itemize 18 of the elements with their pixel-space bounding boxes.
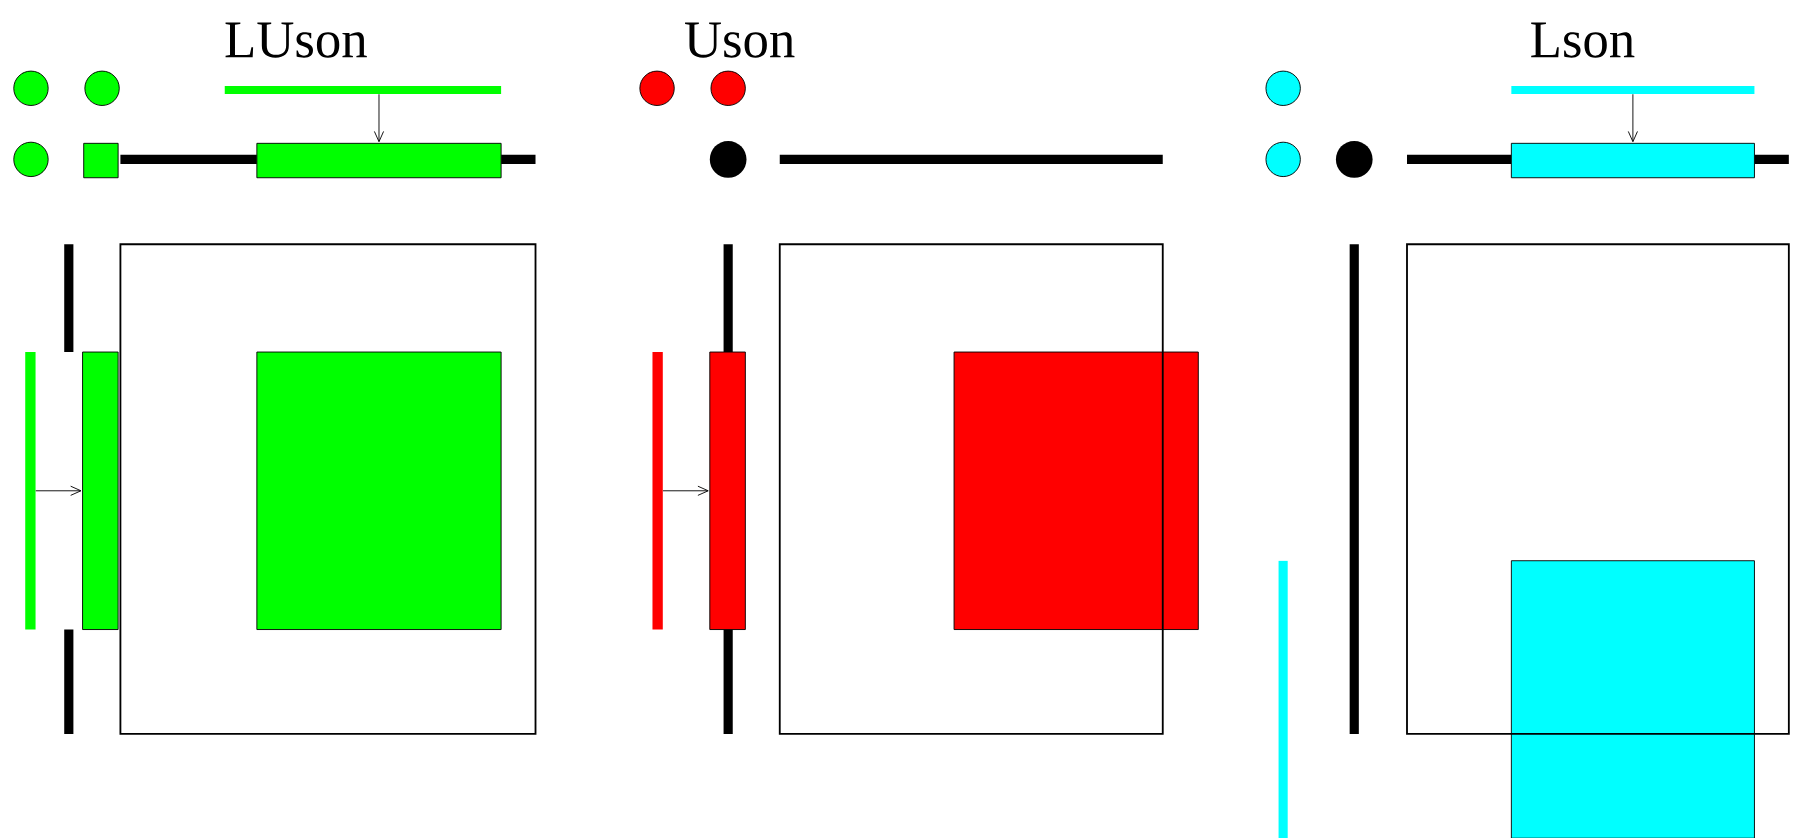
panel-title: LUson — [225, 22, 367, 58]
bar — [652, 351, 663, 630]
filled-block — [82, 351, 119, 630]
bar — [1511, 85, 1755, 94]
filled-block — [1510, 142, 1755, 179]
filled-block — [256, 351, 502, 630]
arrow — [35, 485, 82, 496]
arrow — [662, 485, 709, 496]
filled-block — [256, 142, 502, 179]
arrow — [373, 93, 385, 143]
bar — [25, 351, 36, 630]
bar — [224, 85, 502, 94]
filled-block — [1510, 560, 1755, 838]
arrow — [1627, 93, 1638, 143]
panel-title: Uson — [685, 22, 795, 58]
panel-title: Lson — [1531, 22, 1635, 58]
filled-block — [709, 351, 746, 630]
filled-block — [953, 351, 1199, 630]
